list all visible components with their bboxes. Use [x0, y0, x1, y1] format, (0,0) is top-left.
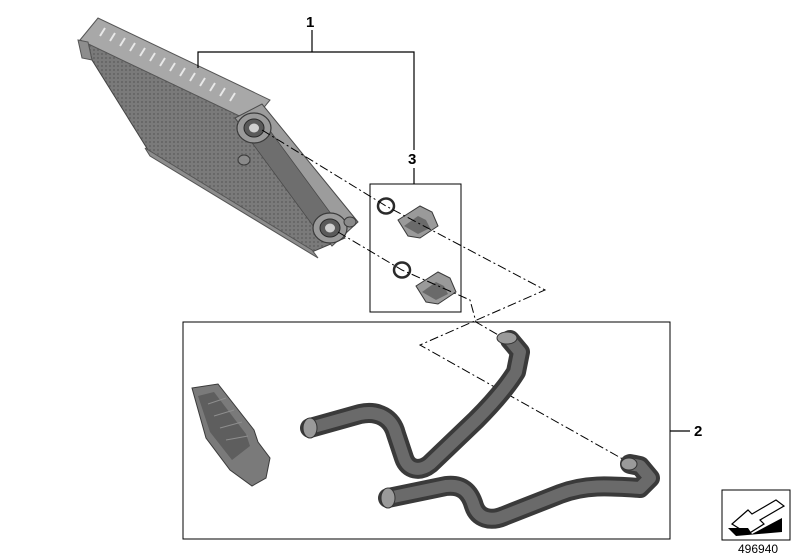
callout-1: 1: [306, 14, 314, 31]
hose-box-2: [182, 321, 671, 540]
callout-3: 3: [408, 151, 416, 168]
alignment-lines: [261, 129, 629, 463]
heater-core-icon: [77, 17, 359, 259]
hose-icon: [378, 454, 660, 529]
clip-icon: [397, 205, 457, 305]
callout-2: 2: [694, 423, 702, 440]
callout-1-leader: [197, 30, 415, 150]
reference-number: 496940: [738, 542, 778, 556]
kit-box-3: [369, 183, 462, 313]
hose-icon: [300, 330, 530, 479]
cover-icon: [191, 383, 271, 487]
arrow-symbol-icon: [721, 489, 791, 541]
o-ring-icon: [376, 197, 412, 279]
